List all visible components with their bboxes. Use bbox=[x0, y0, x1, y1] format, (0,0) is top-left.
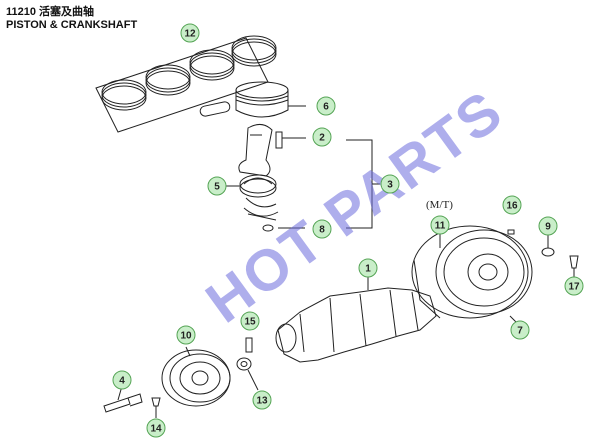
callout-connecting-rod: 3 bbox=[380, 174, 400, 194]
callout-number: 1 bbox=[365, 264, 371, 275]
callout-number: 14 bbox=[150, 424, 162, 435]
callout-circle bbox=[502, 195, 522, 215]
callout-connecting-rod-nut: 8 bbox=[312, 219, 332, 239]
callout-number: 16 bbox=[506, 201, 518, 212]
callout-number: 15 bbox=[244, 317, 256, 328]
callout-pilot-bearing: 9 bbox=[538, 216, 558, 236]
diagram-subtitle: PISTON & CRANKSHAFT bbox=[6, 19, 138, 31]
callout-pulley-bolt: 4 bbox=[112, 370, 132, 390]
connecting-rod-drawing bbox=[238, 124, 306, 221]
bearing-shells-drawing bbox=[239, 174, 277, 198]
transmission-type-label: (M/T) bbox=[426, 199, 453, 211]
callout-circle bbox=[252, 390, 272, 410]
callout-number: 10 bbox=[180, 331, 192, 342]
callout-number: 17 bbox=[568, 282, 580, 293]
callout-circle bbox=[240, 311, 260, 331]
flywheel-bolt-drawing bbox=[569, 255, 579, 269]
callout-circle bbox=[510, 320, 530, 340]
crankshaft-drawing bbox=[275, 268, 437, 363]
callout-piston-ring-set: 12 bbox=[180, 23, 200, 43]
callout-crankshaft-pulley: 10 bbox=[176, 325, 196, 345]
piston-ring-set-drawing bbox=[95, 35, 277, 133]
callout-connecting-rod-bearing: 5 bbox=[207, 176, 227, 196]
callout-number: 12 bbox=[184, 29, 196, 40]
callout-crankshaft: 1 bbox=[358, 258, 378, 278]
callout-circle bbox=[176, 325, 196, 345]
callout-circle bbox=[207, 176, 227, 196]
nut-drawing bbox=[262, 224, 274, 232]
dowel-pin-drawing bbox=[507, 229, 515, 235]
crankshaft-pulley-drawing bbox=[161, 346, 231, 407]
callout-number: 7 bbox=[517, 326, 523, 337]
callout-piston: 6 bbox=[316, 96, 336, 116]
callout-washer: 13 bbox=[252, 390, 272, 410]
flywheel-drawing bbox=[411, 225, 533, 327]
callout-number: 4 bbox=[119, 376, 125, 387]
callout-number: 13 bbox=[256, 396, 268, 407]
woodruff-key-drawing bbox=[151, 397, 161, 407]
piston-drawing bbox=[199, 81, 306, 118]
callout-ring-gear: 11 bbox=[430, 215, 450, 235]
callout-circle bbox=[538, 216, 558, 236]
callout-circle bbox=[146, 418, 166, 438]
diagram-code-title: 11210 活塞及曲轴 bbox=[6, 6, 95, 18]
washer-drawing bbox=[236, 357, 252, 371]
callout-number: 5 bbox=[214, 182, 220, 193]
callout-number: 11 bbox=[435, 221, 446, 232]
callout-flywheel: 7 bbox=[510, 320, 530, 340]
callout-connecting-rod-bolt: 2 bbox=[312, 127, 332, 147]
callout-number: 2 bbox=[319, 133, 325, 144]
pilot-bearing-drawing bbox=[541, 247, 555, 257]
callout-number: 3 bbox=[387, 180, 393, 191]
pin-drawing bbox=[245, 337, 253, 353]
callout-circle bbox=[112, 370, 132, 390]
watermark-text: HOT PARTS bbox=[194, 78, 514, 336]
callout-number: 8 bbox=[319, 225, 325, 236]
callout-circle bbox=[312, 219, 332, 239]
callout-circle bbox=[430, 215, 450, 235]
callout-pin: 15 bbox=[240, 311, 260, 331]
callout-circle bbox=[316, 96, 336, 116]
callout-number: 6 bbox=[323, 102, 329, 113]
callout-circle bbox=[358, 258, 378, 278]
callout-circle bbox=[564, 276, 584, 296]
callout-circle bbox=[180, 23, 200, 43]
pulley-bolt-drawing bbox=[103, 385, 143, 413]
callout-woodruff-key: 14 bbox=[146, 418, 166, 438]
callout-circle bbox=[312, 127, 332, 147]
callout-flywheel-bolt: 17 bbox=[564, 276, 584, 296]
callout-circle bbox=[380, 174, 400, 194]
title-block: 11210 活塞及曲轴 PISTON & CRANKSHAFT bbox=[6, 6, 137, 32]
callout-number: 9 bbox=[545, 222, 551, 233]
callout-dowel-pin: 16 bbox=[502, 195, 522, 215]
